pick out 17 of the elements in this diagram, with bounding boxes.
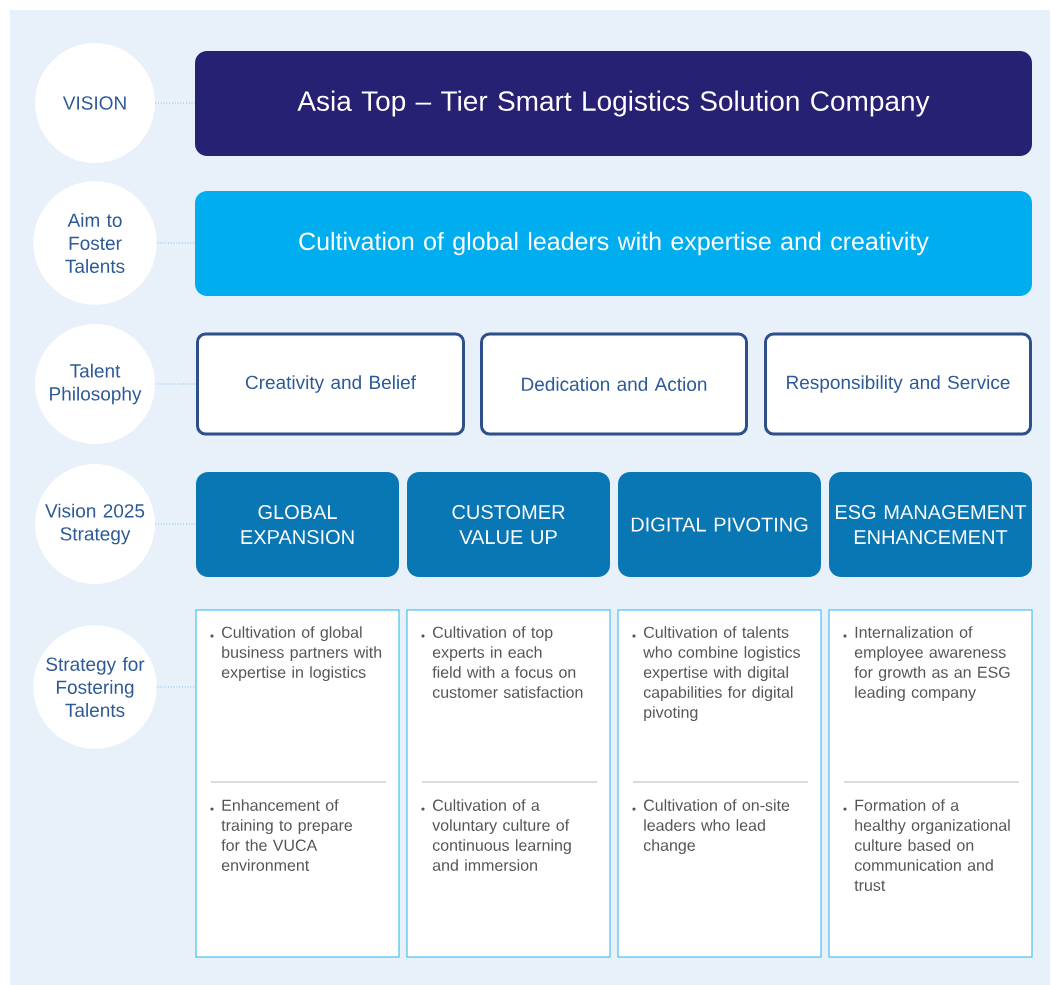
strategy-box: ESG MANAGEMENT ENHANCEMENT xyxy=(829,472,1032,577)
strategy-box: DIGITAL PIVOTING xyxy=(618,472,821,577)
connector-line xyxy=(154,523,197,525)
strategy-column: Cultivation of top experts in each field with a focus on customer satisfaction Cultivation of a voluntary culture of continuous learning and immersion xyxy=(406,609,611,958)
strategy-column: Cultivation of global business partners with expertise in logistics Enhancement of training to prepare for the VUCA environment xyxy=(195,609,400,958)
philosophy-box: Dedication and Action xyxy=(480,332,748,436)
philosophy-box: Responsibility and Service xyxy=(764,332,1032,436)
connector-line xyxy=(154,383,197,385)
strategy-column: Cultivation of talents who combine logistics expertise with digital capabilities for digital pivoting Cultivation of on-site leaders who lead change xyxy=(617,609,822,958)
philosophy-box: Creativity and Belief xyxy=(196,332,465,436)
connector-line xyxy=(156,686,196,688)
strategy-box: GLOBAL EXPANSION xyxy=(196,472,399,577)
strategy-box: CUSTOMER VALUE UP xyxy=(407,472,610,577)
banner-box: Asia Top – Tier Smart Logistics Solution Company xyxy=(195,51,1032,156)
connector-line xyxy=(156,242,196,244)
banner-box: Cultivation of global leaders with expertise and creativity xyxy=(195,191,1032,296)
strategy-column: Internalization of employee awareness for growth as an ESG leading company Formation of a healthy organizational culture based on communication and trust xyxy=(828,609,1033,958)
